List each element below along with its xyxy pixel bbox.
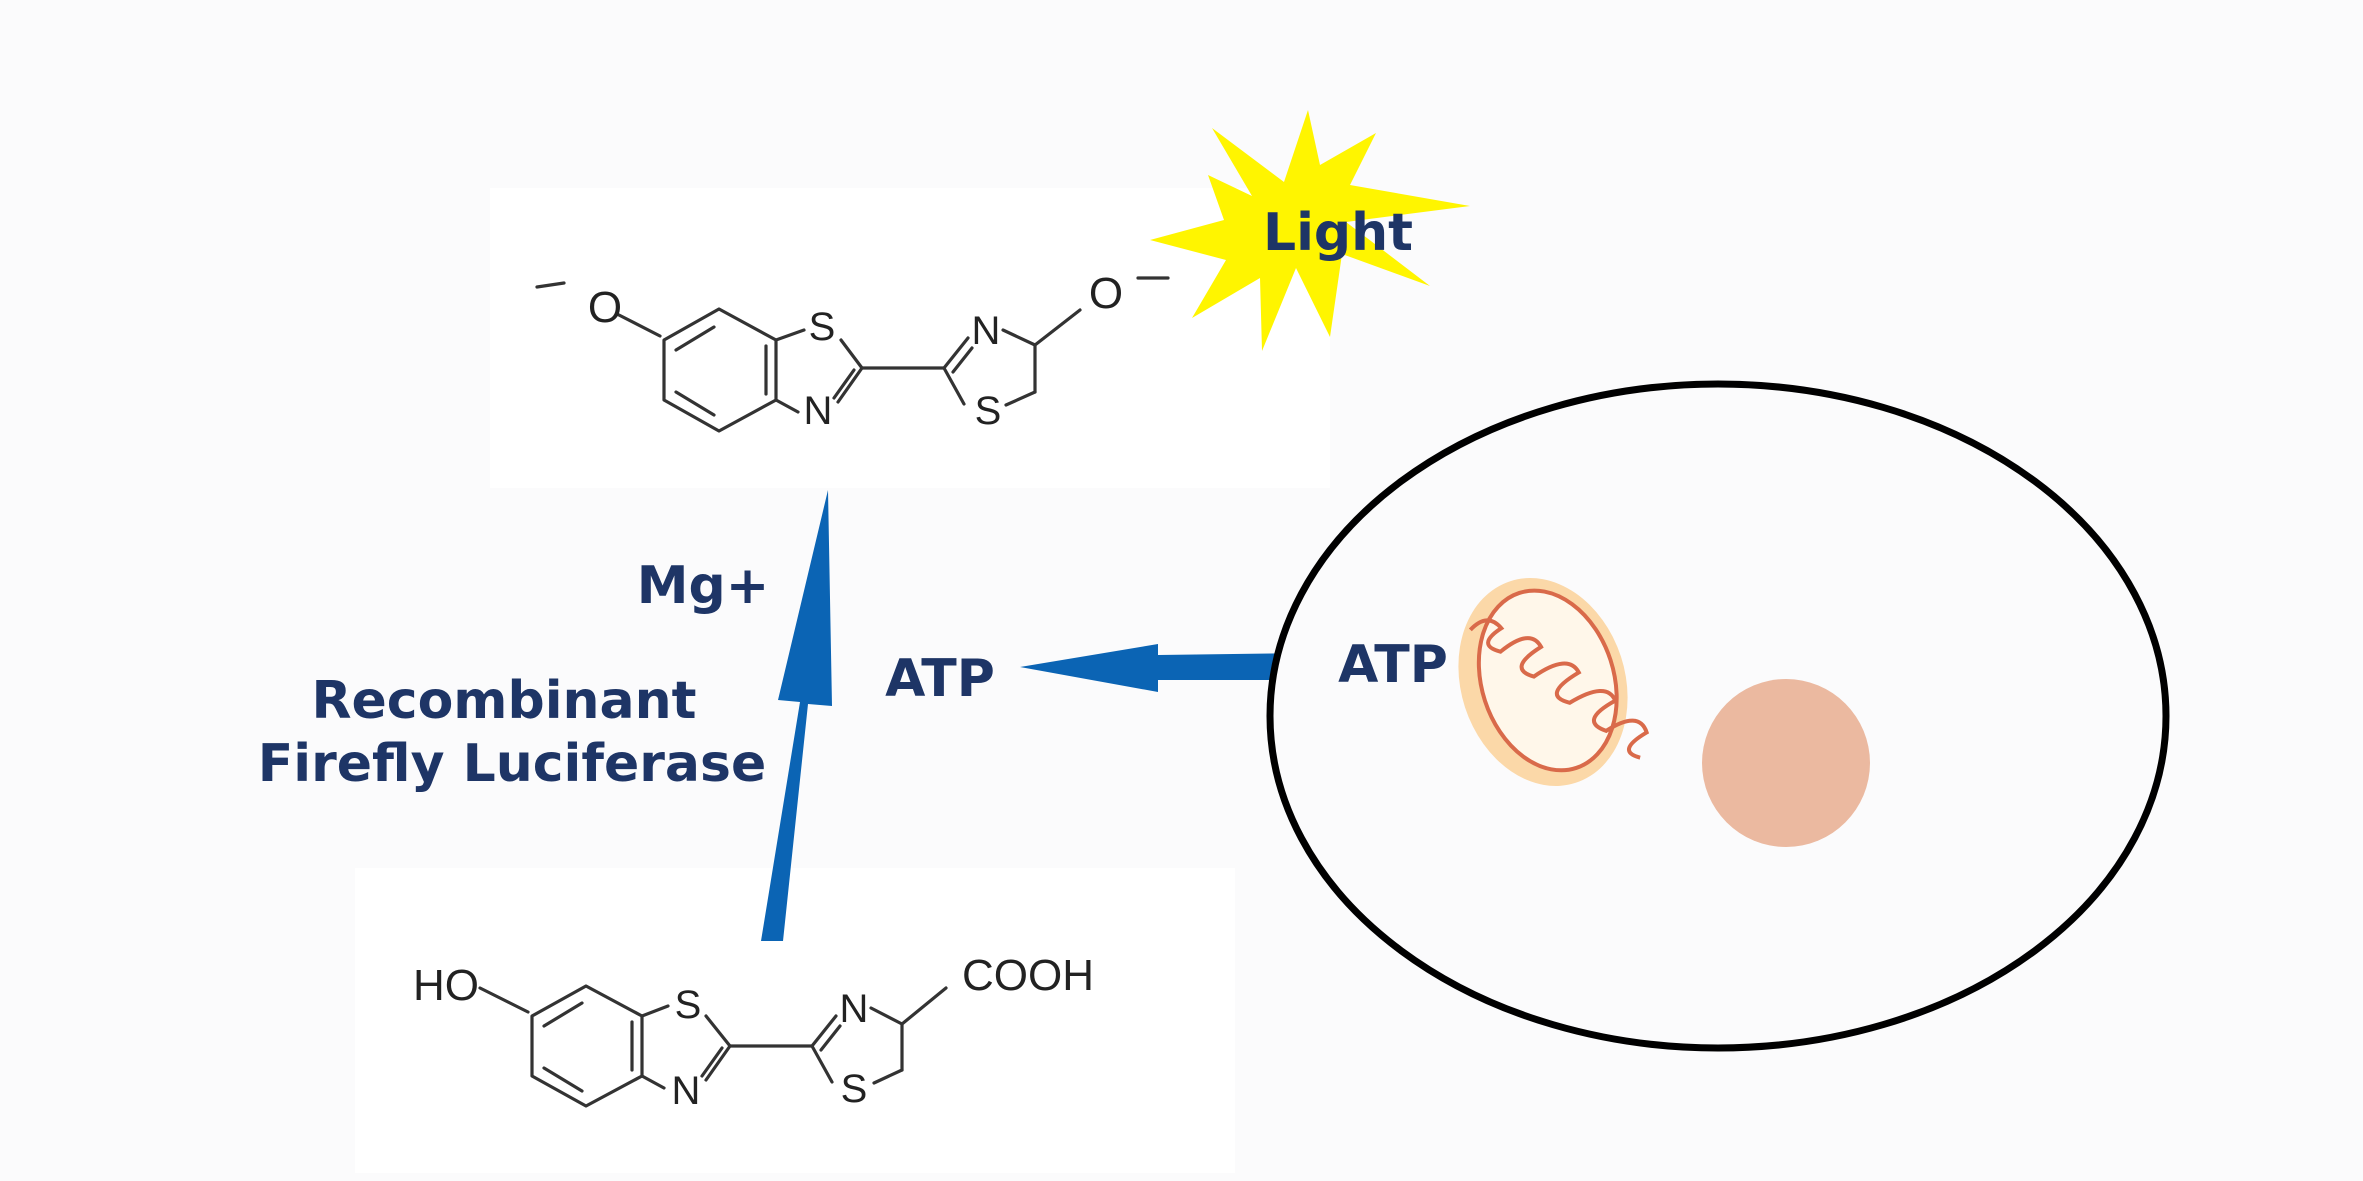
oxyluciferin-right-oxygen: O [1089, 269, 1123, 318]
luciferin-thiazoline-nitrogen: N [840, 987, 869, 1031]
oxyluciferin-benzo-nitrogen: N [804, 389, 833, 433]
oxyluciferin-structure: O O S N N S [535, 269, 1170, 433]
oxyluciferin-thiazoline-nitrogen: N [972, 309, 1001, 353]
oxyluciferin-thiazoline-sulfur: S [975, 389, 1002, 433]
substrate-panel [355, 868, 1235, 1173]
enzyme-label-line1: Recombinant [311, 671, 696, 731]
luciferin-hydroxyl: HO [413, 961, 479, 1010]
nucleus [1702, 679, 1870, 847]
luciferin-structure: HO COOH S N N S [413, 951, 1094, 1113]
reaction-arrow-up [761, 490, 832, 941]
atp-label-released: ATP [885, 649, 995, 709]
luciferin-thiazoline-sulfur: S [841, 1067, 868, 1111]
atp-transfer-arrow [1020, 644, 1313, 692]
light-starburst-icon [1150, 110, 1470, 351]
charge-mark-left [535, 281, 566, 289]
atp-label-cell: ATP [1338, 635, 1448, 695]
luciferin-carboxyl: COOH [962, 951, 1094, 1000]
mitochondrion-icon [1458, 578, 1650, 786]
light-label: Light [1263, 203, 1413, 263]
oxyluciferin-left-oxygen: O [588, 283, 622, 332]
luciferin-benzo-sulfur: S [675, 983, 702, 1027]
luciferin-benzo-nitrogen: N [672, 1069, 701, 1113]
oxyluciferin-benzo-sulfur: S [809, 305, 836, 349]
enzyme-label-line2: Firefly Luciferase [258, 734, 766, 794]
magnesium-label: Mg+ [637, 556, 770, 616]
